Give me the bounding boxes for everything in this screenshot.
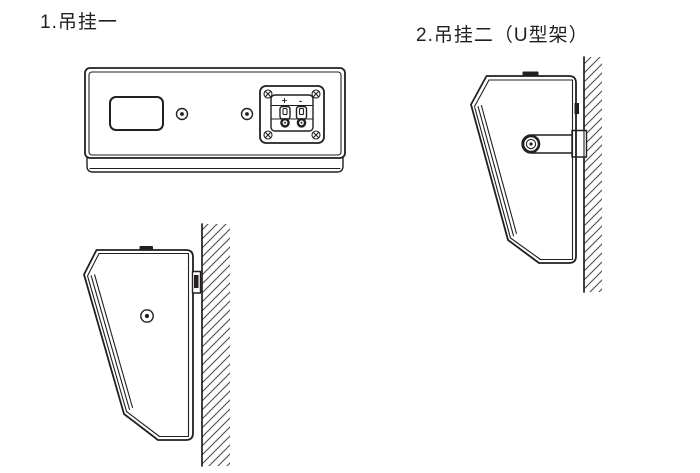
speaker-rear-view-drawing: + -	[84, 67, 346, 173]
terminal-minus-label: -	[299, 97, 302, 106]
speaker-inner-lines	[473, 79, 574, 261]
bracket-knob-icon	[521, 134, 541, 154]
section-2-title: 2.吊挂二（U型架）	[416, 25, 589, 46]
terminal-plate: + -	[259, 85, 325, 144]
side-screw-icon	[140, 309, 154, 323]
terminal-plus-label: +	[281, 96, 288, 105]
rear-keyhole-dash	[574, 103, 579, 114]
mount-insert-left	[175, 107, 189, 121]
speaker-inner-lines	[86, 252, 190, 438]
screw-center-dot	[180, 112, 184, 116]
section-1-title: 1.吊挂一	[40, 12, 118, 33]
screw-center-dot	[245, 112, 249, 116]
speaker-outline	[83, 249, 194, 441]
mount-insert-right	[240, 107, 254, 121]
top-handle-icon	[139, 246, 153, 251]
speaker-side-view-wall-hang	[83, 223, 230, 467]
keyhole-hanger-bracket	[191, 270, 202, 294]
rating-label-plate	[109, 96, 164, 131]
cross-screw-icon	[311, 130, 321, 140]
cabinet-inner-border	[88, 71, 342, 156]
u-bracket-arm	[521, 134, 573, 154]
cross-screw-icon	[263, 130, 273, 140]
speaker-side-view-u-bracket	[470, 56, 602, 293]
speaker-outline	[470, 75, 577, 264]
terminal-corner-screws	[263, 89, 321, 140]
push-terminal-positive	[279, 105, 291, 128]
wall-hatching	[202, 224, 230, 466]
cross-screw-icon	[263, 89, 273, 99]
cabinet-bottom-band	[86, 157, 344, 173]
wall-hatching	[584, 57, 602, 292]
push-terminal-negative	[295, 105, 308, 128]
cross-screw-icon	[311, 89, 321, 99]
top-handle-icon	[522, 71, 539, 76]
